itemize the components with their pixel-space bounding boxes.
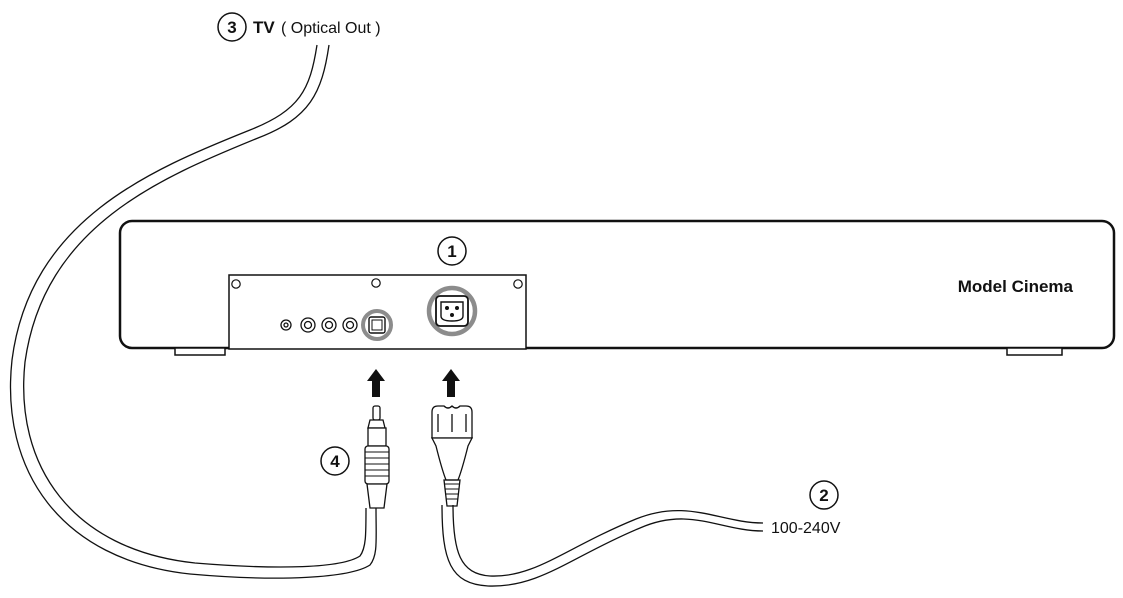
power-plug-icon xyxy=(430,405,474,507)
callout-3: 3 TV ( Optical Out ) xyxy=(217,12,381,42)
callout-circle xyxy=(437,236,467,266)
optical-port-icon xyxy=(361,309,393,341)
rca-port-2 xyxy=(321,317,337,333)
callout-number-4: 4 xyxy=(330,452,340,471)
up-arrow-icon xyxy=(367,369,460,397)
callout-number-1: 1 xyxy=(447,242,456,261)
callout-circle xyxy=(320,446,350,476)
rca-jack-icon xyxy=(364,405,390,509)
device-name: Model Cinema xyxy=(958,277,1074,296)
optical-cable xyxy=(9,44,377,579)
screw-middle xyxy=(371,278,381,288)
screw-left xyxy=(231,279,241,289)
callout-number-2: 2 xyxy=(819,486,828,505)
power-socket-icon xyxy=(426,285,478,337)
arrow-power xyxy=(442,369,460,397)
arrow-optical xyxy=(367,369,385,397)
callout-circle xyxy=(217,12,247,42)
voltage-label: 100-240V xyxy=(771,520,841,537)
power-cable xyxy=(441,504,764,587)
rca-port-3 xyxy=(342,317,358,333)
callout-1: 1 xyxy=(437,236,467,266)
screw-right xyxy=(513,279,523,289)
small-jack xyxy=(280,319,292,331)
tv-label: TV xyxy=(253,18,275,37)
callout-number-3: 3 xyxy=(227,18,236,37)
port-row xyxy=(280,317,358,333)
device-foot-left xyxy=(174,347,226,356)
callout-2: 2 100-240V xyxy=(771,480,841,537)
rca-port-1 xyxy=(300,317,316,333)
callout-4: 4 xyxy=(320,446,350,476)
callout-circle xyxy=(809,480,839,510)
tv-sublabel: ( Optical Out ) xyxy=(281,20,381,37)
device-foot-right xyxy=(1006,347,1063,356)
